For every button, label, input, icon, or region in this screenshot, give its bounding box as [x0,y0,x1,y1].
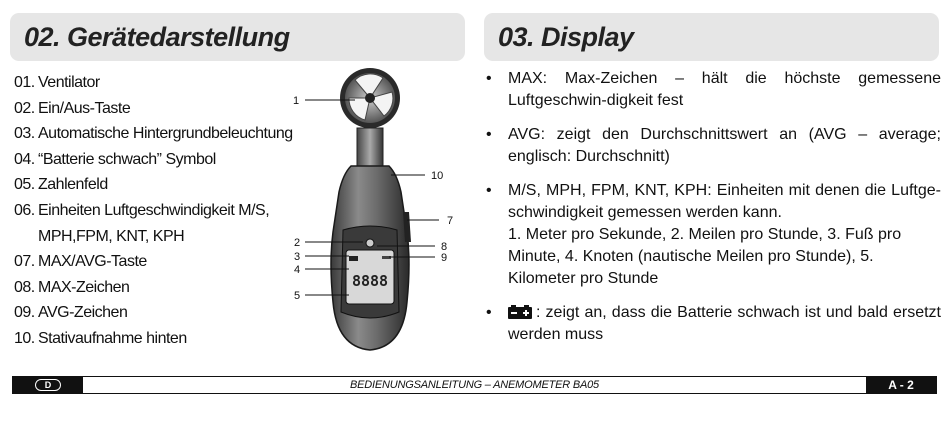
list-item: 10.Stativaufnahme hinten [14,329,187,347]
list-item: 02.Ein/Aus-Taste [14,99,131,117]
list-item: 03.Automatische Hintergrundbeleuchtung [14,125,293,143]
section-header-right: 03. Display [484,13,939,61]
power-button [365,238,375,248]
callout-2: 2 [294,237,300,249]
display-bullet-list: • MAX: Max-Zeichen – hält die höchste ge… [486,68,941,358]
bullet: • [486,304,492,321]
fan-icon [340,68,400,128]
lcd-screen [345,249,395,305]
section-header-left: 02. Gerätedarstellung [10,13,465,61]
callout-10: 10 [431,170,443,182]
list-item: • M/S, MPH, FPM, KNT, KPH: Einheiten mit… [486,182,941,287]
list-item: 09.AVG-Zeichen [14,304,128,322]
callout-7: 7 [447,215,453,227]
list-item: 08.MAX-Zeichen [14,278,130,296]
battery-low-icon [508,305,532,319]
footer-left-box: D [13,377,83,393]
section-title-display: 03. Display [498,22,634,52]
parts-list: 01.Ventilator 02.Ein/Aus-Taste 03.Automa… [14,70,294,352]
list-item: 04.“Batterie schwach” Symbol [14,150,216,168]
lcd-digits: 8888 [352,272,388,290]
list-item: • AVG: zeigt den Durchschnittswert an (A… [486,126,941,165]
page-footer: D BEDIENUNGSANLEITUNG – ANEMOMETER BA05 … [12,376,937,394]
callout-8: 8 [441,241,447,253]
page-number: A - 2 [866,377,936,393]
footer-title: BEDIENUNGSANLEITUNG – ANEMOMETER BA05 [350,379,599,391]
callout-4: 4 [294,264,300,276]
list-item: 07.MAX/AVG-Taste [14,253,147,271]
callout-9: 9 [441,252,447,264]
bullet: • [486,182,492,199]
callout-3: 3 [294,251,300,263]
language-badge: D [35,379,61,391]
list-item: 05.Zahlenfeld [14,176,108,194]
list-item: 06.Einheiten Luftgeschwindigkeit M/S,MPH… [14,201,270,245]
bullet: • [486,126,492,143]
list-item: • MAX: Max-Zeichen – hält die höchste ge… [486,70,941,109]
list-item: • : zeigt an, dass die Batterie schwach … [486,304,941,343]
anemometer-illustration: 8888 1 2 3 4 5 10 7 8 9 [293,68,453,351]
list-item: 01.Ventilator [14,74,100,91]
section-title-geraetedarstellung: 02. Gerätedarstellung [24,22,290,52]
callout-5: 5 [294,290,300,302]
callout-1: 1 [293,95,299,107]
bullet: • [486,70,492,87]
